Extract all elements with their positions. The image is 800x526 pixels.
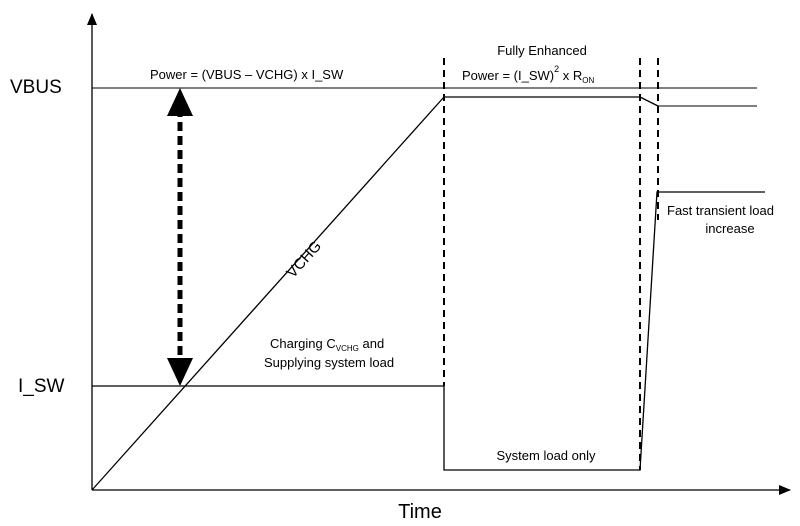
voltage-difference-arrow <box>167 88 193 386</box>
charging-prefix: Charging C <box>270 336 336 351</box>
system-load-only-label: System load only <box>497 448 596 463</box>
vchg-droop <box>639 96 659 107</box>
power-right-sub: ON <box>582 76 594 85</box>
isw-axis-label: I_SW <box>18 376 65 397</box>
supplying-label: Supplying system load <box>264 355 394 370</box>
power-right-prefix: Power = (I_SW) <box>462 68 554 83</box>
fully-enhanced-label: Fully Enhanced <box>497 43 587 58</box>
vchg-ramp <box>91 96 445 491</box>
fast-transient-label-2: increase <box>705 221 754 236</box>
power-formula-left: Power = (VBUS – VCHG) x I_SW <box>150 67 344 82</box>
vchg-label: VCHG <box>283 238 325 282</box>
vbus-axis-label: VBUS <box>10 77 62 98</box>
arrow-head-up <box>167 88 193 116</box>
isw-trace <box>92 191 765 471</box>
time-axis-label: Time <box>398 501 442 523</box>
power-right-x: x R <box>559 68 582 83</box>
arrow-head-down <box>167 358 193 386</box>
fast-transient-label-1: Fast transient load <box>667 203 774 218</box>
charging-suffix: and <box>359 336 384 351</box>
power-right-exp: 2 <box>554 64 559 74</box>
charging-label: Charging CVCHG and <box>270 336 384 353</box>
power-formula-right: Power = (I_SW)2 x RON <box>462 64 594 85</box>
charging-sub: VCHG <box>336 344 359 353</box>
